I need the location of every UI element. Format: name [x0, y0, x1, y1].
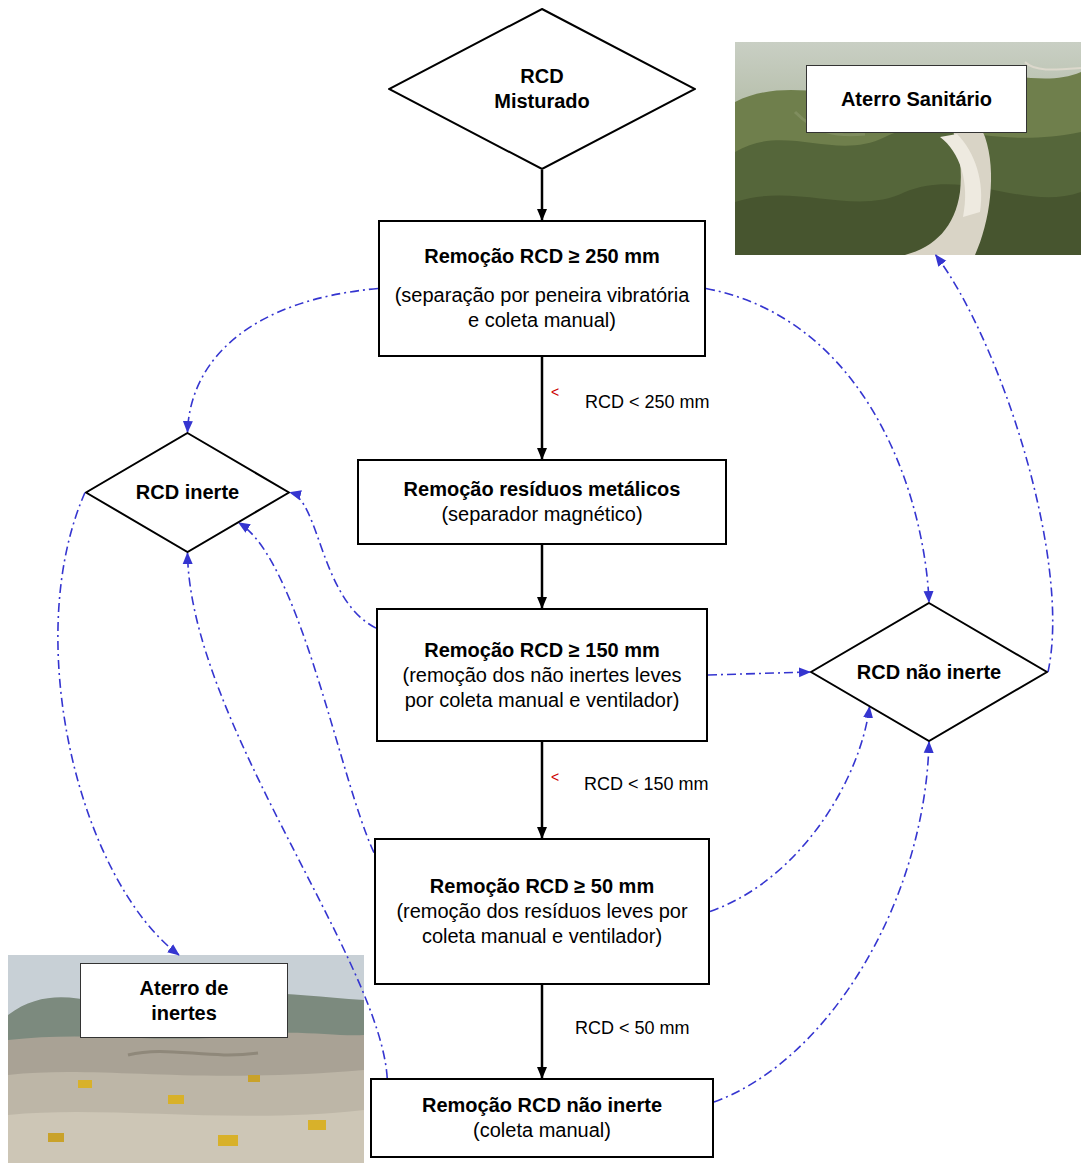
- process-box: Remoção resíduos metálicos(separador mag…: [357, 459, 727, 545]
- box-heading: Remoção RCD ≥ 50 mm: [430, 874, 654, 899]
- flow-arrow: [541, 357, 544, 459]
- box-note: (separação por peneira vibratória e cole…: [392, 283, 692, 333]
- dash-dot-arrow: [714, 742, 929, 1102]
- dash-dot-arrow: [188, 289, 379, 433]
- flow-arrow: [541, 985, 544, 1078]
- photo-caption-box: Aterro Sanitário: [806, 65, 1027, 133]
- diamond-label: RCD não inerte: [857, 660, 1001, 685]
- box-note: (remoção dos não inertes leves por colet…: [390, 663, 694, 713]
- box-heading: Remoção RCD não inerte: [422, 1093, 662, 1118]
- process-box: Remoção RCD ≥ 150 mm(remoção dos não ine…: [376, 608, 708, 742]
- box-note: (coleta manual): [473, 1118, 611, 1143]
- box-note: (separador magnético): [441, 502, 642, 527]
- mark-label: <: [551, 770, 559, 784]
- landfill-node: Aterro Sanitário: [735, 42, 1081, 255]
- photo-caption-box: Aterro de inertes: [80, 963, 288, 1038]
- dash-dot-arrow: [706, 289, 929, 603]
- dash-dot-arrow: [58, 493, 179, 956]
- start-diamond: RCD Misturado: [388, 8, 696, 170]
- process-box: Remoção RCD ≥ 50 mm(remoção dos resíduos…: [374, 838, 710, 985]
- box-note: (remoção dos resíduos leves por coleta m…: [388, 899, 696, 949]
- dash-dot-arrow: [239, 523, 374, 853]
- photo-caption: Aterro Sanitário: [841, 87, 992, 112]
- photo-caption: Aterro de inertes: [119, 976, 249, 1026]
- diamond-shape: [389, 9, 695, 169]
- edge-label: RCD < 250 mm: [583, 392, 712, 414]
- box-heading: Remoção RCD ≥ 150 mm: [424, 638, 660, 663]
- dash-dot-arrow: [936, 255, 1053, 672]
- edge-label: RCD < 50 mm: [573, 1018, 692, 1040]
- decision-diamond: RCD inerte: [85, 432, 290, 553]
- flow-arrow: [541, 170, 544, 220]
- dash-dot-arrow: [710, 707, 870, 912]
- edge-label: RCD < 150 mm: [582, 774, 711, 796]
- diamond-outline: [388, 8, 696, 170]
- process-box: Remoção RCD não inerte(coleta manual): [370, 1078, 714, 1158]
- diamond-shape: [86, 433, 289, 552]
- diamond-shape: [811, 603, 1047, 741]
- flow-arrow: [541, 742, 544, 838]
- box-heading: Remoção resíduos metálicos: [404, 477, 681, 502]
- diamond-label: RCD Misturado: [477, 64, 607, 114]
- inert-landfill-node: Aterro de inertes: [8, 955, 364, 1163]
- process-box: Remoção RCD ≥ 250 mm (separação por penei…: [378, 220, 706, 357]
- dash-dot-arrow: [708, 672, 810, 675]
- flow-arrow: [541, 545, 544, 608]
- decision-diamond: RCD não inerte: [810, 602, 1048, 742]
- box-heading: Remoção RCD ≥ 250 mm: [424, 244, 660, 269]
- mark-label: <: [551, 385, 559, 399]
- diamond-label: RCD inerte: [136, 480, 239, 505]
